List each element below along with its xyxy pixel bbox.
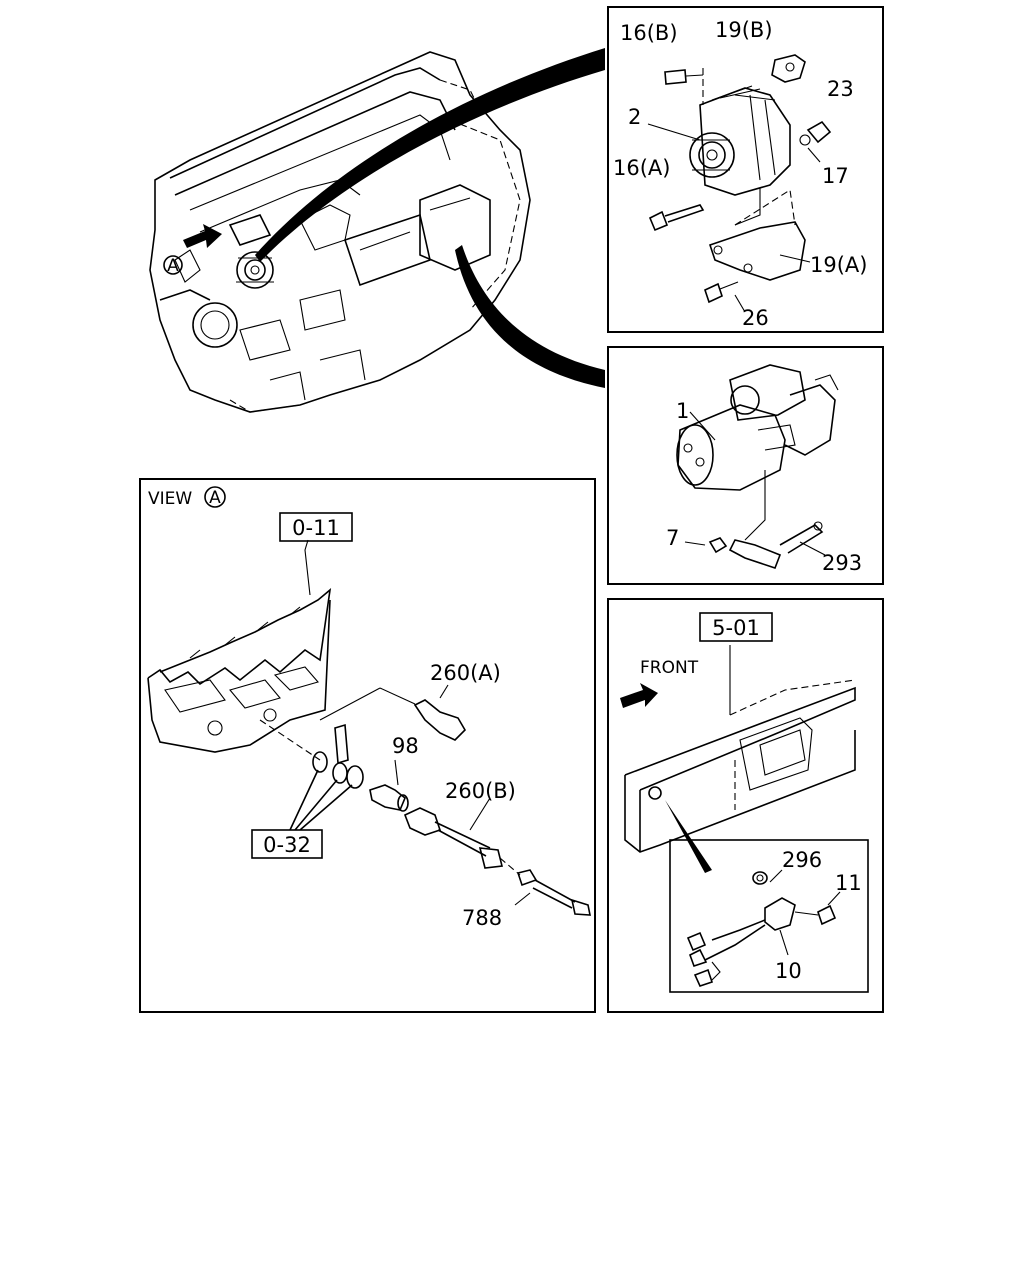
callout-2: 2 [628,105,641,129]
ref-0-32: 0-32 [263,833,311,857]
callout-16b: 16(B) [620,21,678,45]
washers-and-fitting [289,723,409,831]
callout-260b: 260(B) [445,779,516,803]
callout-98: 98 [392,734,419,758]
callout-1: 1 [676,399,689,423]
callout-26: 26 [742,306,769,330]
callout-19a: 19(A) [810,253,867,277]
switch-inset [669,839,869,993]
cylinder-head [147,539,332,761]
ref-5-01: 5-01 [712,616,760,640]
callout-10: 10 [775,959,802,983]
view-marker-a: A [167,256,179,276]
frame-rail [624,645,856,873]
callout-293: 293 [822,551,862,575]
sensor-260b [403,797,591,916]
callout-16a: 16(A) [613,156,670,180]
ref-box-0-11 [279,512,353,542]
sensor-260a [319,684,467,741]
callout-788: 788 [462,906,502,930]
starter-panel [607,346,884,585]
view-a-panel [139,478,596,1013]
callout-11: 11 [835,871,862,895]
engine-overview [149,48,605,413]
frame-panel [607,598,884,1013]
front-label: FRONT [640,658,699,678]
alternator-assembly [647,54,832,313]
view-label: VIEW [148,489,192,509]
starter-assembly [676,364,839,570]
ref-box-5-01 [699,612,773,642]
callout-296: 296 [782,848,822,872]
ref-box-0-32 [251,829,323,859]
ref-0-11: 0-11 [292,516,340,540]
front-arrow-icon [620,683,658,708]
switch-assembly [686,869,841,987]
callout-7: 7 [666,526,679,550]
callout-260a: 260(A) [430,661,501,685]
view-label-circle: A [209,488,221,508]
callout-17: 17 [822,164,849,188]
callout-23: 23 [827,77,854,101]
callout-19b: 19(B) [715,18,773,42]
alternator-panel [607,6,884,333]
